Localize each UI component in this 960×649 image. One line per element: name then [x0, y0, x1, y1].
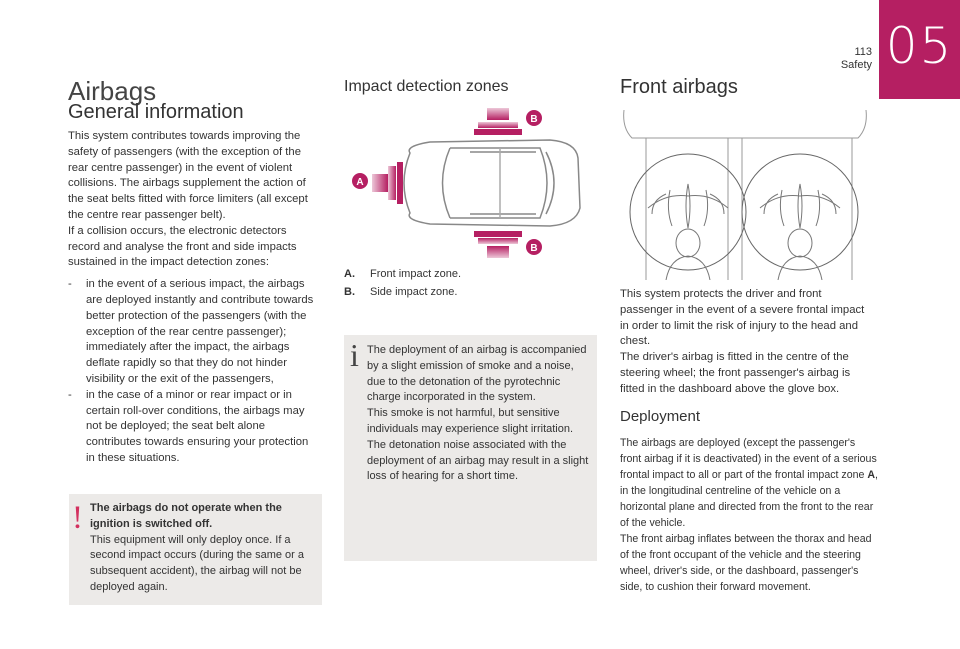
front-airbags-paragraph: This system protects the driver and fron…	[620, 288, 865, 348]
general-info-heading: General information	[68, 101, 244, 123]
warning-bold-text: The airbags do not operate when the igni…	[90, 502, 282, 530]
info-paragraph: This smoke is not harmful, but sensitive…	[367, 407, 574, 435]
warning-box: ! The airbags do not operate when the ig…	[69, 494, 322, 605]
impact-bullet-list: -in the event of a serious impact, the a…	[68, 277, 320, 467]
svg-text:A: A	[356, 177, 363, 188]
list-item: -in the event of a serious impact, the a…	[68, 278, 314, 385]
deployment-text: The airbags are deployed (except the pas…	[620, 435, 878, 595]
warning-text: This equipment will only deploy once. If…	[90, 533, 304, 593]
intro-paragraph-2: If a collision occurs, the electronic de…	[68, 224, 297, 269]
legend-item: B.Side impact zone.	[344, 286, 458, 298]
legend-item: A.Front impact zone.	[344, 268, 462, 280]
deployment-heading: Deployment	[620, 408, 701, 425]
info-box: i The deployment of an airbag is accompa…	[344, 335, 597, 561]
deployment-paragraph: The front airbag inflates between the th…	[620, 533, 872, 593]
front-airbags-text: This system protects the driver and fron…	[620, 287, 872, 398]
deployment-paragraph: The airbags are deployed (except the pas…	[620, 437, 878, 529]
marker-a: A	[352, 173, 368, 189]
intro-paragraph: This system contributes towards improvin…	[68, 130, 308, 221]
car-outline	[403, 139, 581, 227]
page-number: 113	[854, 46, 872, 58]
general-info-text: This system contributes towards improvin…	[68, 129, 320, 467]
front-airbags-heading: Front airbags	[620, 76, 738, 98]
info-paragraph: The deployment of an airbag is accompani…	[367, 344, 587, 404]
page-title: Airbags	[68, 76, 157, 106]
svg-text:B: B	[530, 243, 537, 254]
section-name: Safety	[840, 59, 872, 71]
svg-text:B: B	[530, 114, 537, 125]
info-paragraph: The detonation noise associated with the…	[367, 438, 589, 483]
side-impact-arrow-bottom	[474, 231, 522, 258]
front-airbags-paragraph: The driver's airbag is fitted in the cen…	[620, 351, 851, 395]
list-item: -in the case of a minor or rear impact o…	[68, 388, 309, 464]
front-airbags-illustration	[623, 109, 867, 280]
impact-zones-diagram: A B B	[352, 108, 581, 258]
info-icon: i	[350, 337, 359, 373]
marker-b-bottom: B	[526, 239, 542, 255]
front-impact-arrow	[372, 162, 403, 204]
impact-zones-heading: Impact detection zones	[344, 78, 509, 95]
side-impact-arrow-top	[474, 108, 522, 135]
chapter-tab: 05	[879, 0, 960, 99]
warning-exclamation-icon: !	[72, 500, 83, 536]
marker-b-top: B	[526, 110, 542, 126]
impact-zones-legend: A.Front impact zone. B.Side impact zone.	[344, 265, 461, 301]
